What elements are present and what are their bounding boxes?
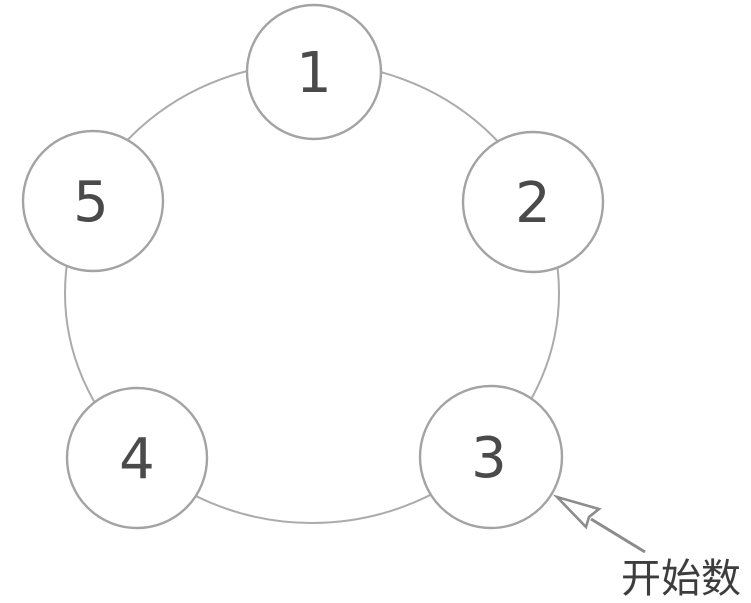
node-3: 3 — [418, 384, 564, 530]
node-3-label: 3 — [471, 426, 507, 491]
node-4-circle — [65, 386, 209, 530]
node-4-label: 4 — [119, 427, 155, 492]
annotation-label: 开始数 — [621, 556, 741, 602]
node-1: 1 — [245, 3, 383, 141]
node-3-circle — [418, 384, 564, 530]
annotation-arrow — [552, 494, 646, 554]
node-2-label: 2 — [515, 171, 551, 236]
node-2-circle — [461, 130, 605, 274]
node-4: 4 — [65, 386, 209, 530]
node-5-circle — [21, 129, 165, 273]
node-5: 5 — [21, 129, 165, 273]
node-1-label: 1 — [296, 41, 332, 106]
arrow-head-icon — [552, 494, 602, 530]
node-2: 2 — [461, 130, 605, 274]
node-5-label: 5 — [73, 170, 109, 235]
node-1-circle — [245, 3, 383, 141]
arrow-shaft — [590, 517, 646, 554]
